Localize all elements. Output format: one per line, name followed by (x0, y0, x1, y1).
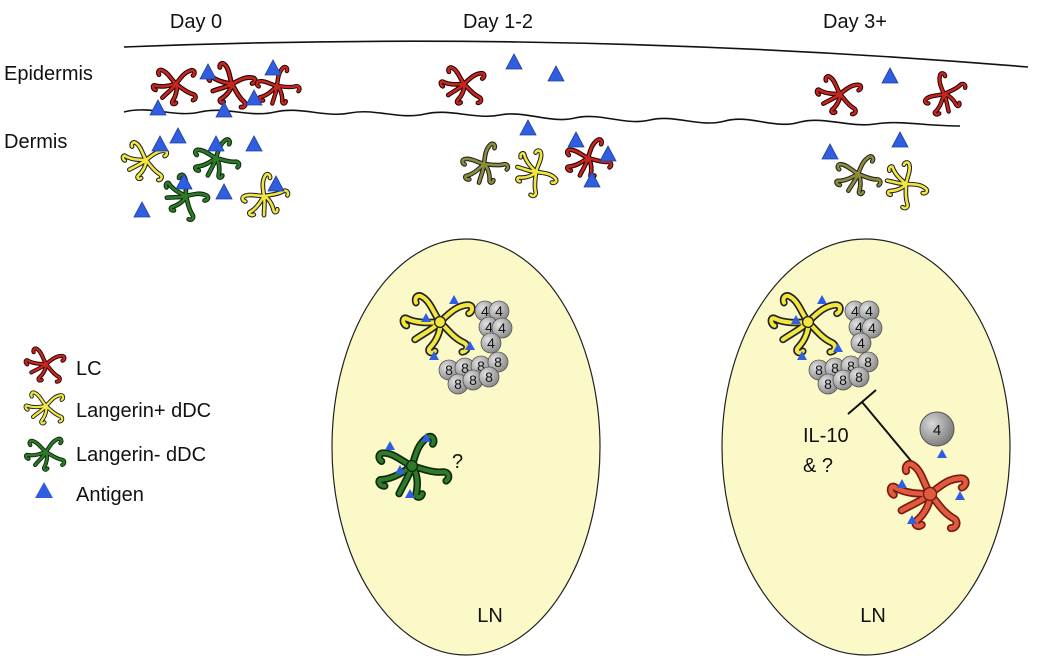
antigen-icon (519, 119, 537, 136)
legend-langerin-pos-label: Langerin+ dDC (76, 400, 211, 422)
lymph-node-label-1: LN (477, 605, 503, 627)
inhibition-line (847, 389, 913, 463)
lc-cell-ln (883, 461, 968, 536)
cd4-t-cell-label: 4 (495, 303, 503, 319)
langerin-pos-dc (876, 157, 928, 211)
cd8-t-cell-label: 8 (454, 376, 462, 392)
cd8-t-cell (848, 366, 870, 388)
antigen-icon (199, 63, 217, 80)
antigen-icon (215, 101, 233, 118)
cd8-t-cell-label: 8 (831, 360, 839, 376)
antigen-icon (881, 67, 899, 84)
cd4-t-cell-label: 4 (851, 303, 859, 319)
antigen-icon (821, 143, 839, 160)
cd4-t-cell (491, 317, 513, 339)
langerin-neg-dc (457, 142, 511, 193)
antigen-icon (215, 183, 233, 200)
cd4-t-cell-label: 4 (857, 335, 865, 351)
langerin-pos-dc-ln (767, 294, 843, 359)
antigen-icon (133, 201, 151, 218)
lymph-node-day3 (721, 238, 1011, 656)
cd4-t-cell (850, 332, 872, 354)
cd8-t-cell-label: 8 (477, 358, 485, 374)
langerin-neg-dc-ln (370, 434, 452, 508)
lymph-node-label-2: LN (860, 605, 886, 627)
cd8-t-cell-label: 8 (847, 358, 855, 374)
lc-cell (153, 70, 196, 104)
cd8-t-cell-label: 8 (839, 372, 847, 388)
cd8-t-cell-label: 8 (815, 362, 823, 378)
cd4-t-cell-label: 4 (855, 319, 863, 335)
legend: LC Langerin+ dDC Langerin- dDC Antigen (22, 347, 211, 506)
cd4-t-cell-label: 4 (865, 303, 873, 319)
legend-antigen-label: Antigen (76, 484, 144, 506)
cd4-t-cell-label: 4 (868, 320, 876, 336)
header-day3: Day 3+ (823, 11, 887, 33)
antigen-icon (583, 171, 601, 188)
langerin-pos-dc-ln (399, 294, 475, 359)
cd8-t-cell (478, 366, 500, 388)
antigen-icon (567, 131, 585, 148)
antigen-icon (264, 59, 282, 76)
dermal-epidermal-junction (123, 109, 961, 127)
legend-antigen-icon (35, 482, 53, 498)
legend-langerin-neg-swatch (25, 438, 65, 471)
cd8-t-cell-label: 8 (855, 369, 863, 385)
antigen-icon (149, 99, 167, 116)
antigen-icon (151, 135, 169, 152)
question-mark-label: ? (452, 451, 463, 473)
cd8-t-cell-label: 8 (864, 354, 872, 370)
cd8-t-cell-label: 8 (824, 376, 832, 392)
il10-label-line1: IL-10 (803, 425, 849, 447)
cd4-t-cell-label: 4 (498, 320, 506, 336)
langerin-pos-dc (507, 145, 558, 199)
legend-lc-swatch (22, 347, 66, 386)
legend-langerin-pos-swatch (24, 392, 64, 425)
cd4-t-cell-label: 4 (933, 422, 941, 439)
langerin-pos-dc (238, 172, 292, 226)
antigen-icon (891, 131, 909, 148)
cd4-t-cell-label: 4 (481, 303, 489, 319)
cd8-t-cell-label: 8 (485, 369, 493, 385)
label-dermis: Dermis (4, 131, 67, 153)
antigen-icon (547, 65, 565, 82)
legend-lc-label: LC (76, 358, 102, 380)
cd8-t-cell-label: 8 (494, 354, 502, 370)
cd8-t-cell-label: 8 (469, 372, 477, 388)
antigen-icon (599, 145, 617, 162)
header-day12: Day 1-2 (463, 11, 533, 33)
il10-label-line2: & ? (803, 455, 833, 477)
skin-surface-line (123, 40, 1029, 68)
lymph-node-day12 (331, 238, 601, 656)
label-epidermis: Epidermis (4, 63, 93, 85)
cd4-t-cell (480, 332, 502, 354)
lc-cell (438, 66, 486, 107)
langerin-neg-dc (832, 155, 882, 199)
cd4-t-cell (861, 317, 883, 339)
header-day0: Day 0 (170, 11, 222, 33)
lc-cell (922, 71, 970, 122)
lc-cell (813, 74, 863, 118)
antigen-icon (245, 135, 263, 152)
antigen-icon (169, 127, 187, 144)
cd4-t-cell-label: 4 (485, 319, 493, 335)
cd8-t-cell-label: 8 (445, 362, 453, 378)
cd8-t-cell-label: 8 (461, 360, 469, 376)
cd4-t-cell-label: 4 (487, 335, 495, 351)
antigen-icon (505, 53, 523, 70)
cd4-t-cell-single: 4 (919, 411, 955, 447)
legend-langerin-neg-label: Langerin- dDC (76, 444, 206, 466)
